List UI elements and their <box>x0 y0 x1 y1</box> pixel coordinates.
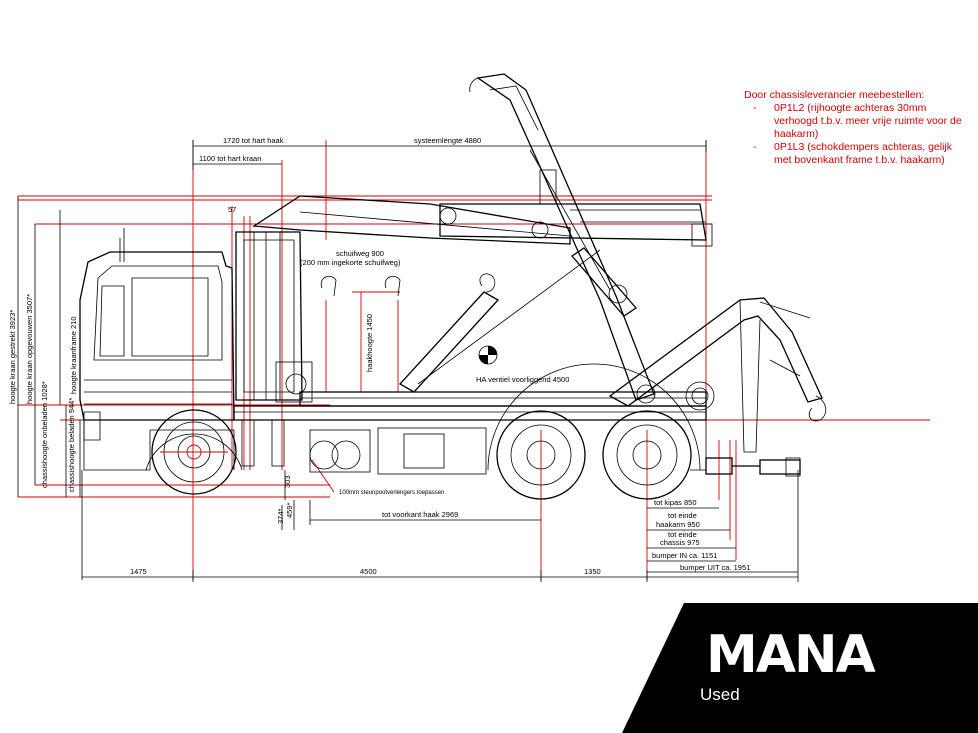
hook-arm-raised <box>476 73 655 401</box>
order-note: Door chassisleverancier meebestellen: -0… <box>744 89 969 167</box>
dim-crane-frame: hoogte kraanframe 210 <box>69 316 78 394</box>
dimension-texts: 1720 tot hart haak systeemlengte 4880 11… <box>8 136 750 576</box>
dim-system-length: systeemlengte 4880 <box>414 136 481 145</box>
dim-374: 374* <box>276 508 285 524</box>
dim-haakarm-l2: haakarm 950 <box>656 520 700 529</box>
brand-subtitle: Used <box>700 685 740 704</box>
front-wheel <box>151 409 237 495</box>
red-reference-lines <box>18 140 930 580</box>
order-note-item: -0P1L2 (rijhoogte achteras 30mm verhoogd… <box>753 102 962 140</box>
label-hook-height: haakhoogte 1450 <box>365 314 374 372</box>
cab <box>79 251 235 421</box>
dim-front: 1475 <box>130 567 147 576</box>
dim-chassis-l2: chassis 975 <box>660 538 700 547</box>
dim-bumper-in: bumper IN ca. 1151 <box>652 551 717 560</box>
dim-bumper-uit: bumper UIT ca. 1951 <box>680 563 750 572</box>
dim-57: 57 <box>228 205 236 214</box>
dim-chassis-l1: tot einde <box>668 530 697 539</box>
dim-wheelbase: 4500 <box>360 567 377 576</box>
hook-arm-lowered <box>608 297 823 407</box>
dim-crane-center: 1100 tot hart kraan <box>199 154 261 163</box>
rear-wheel-2 <box>602 410 692 500</box>
dim-303: 303 <box>283 475 292 488</box>
brand-background <box>622 603 978 733</box>
dim-crane-hook: 1720 tot hart haak <box>223 136 284 145</box>
dim-459: 459* <box>285 502 294 518</box>
label-slide-way: schuifweg 900 <box>336 249 384 258</box>
dim-support-leg: 100mm steunpootverlengers toepassen <box>339 490 444 496</box>
dim-haakarm-l1: tot einde <box>668 511 697 520</box>
brand-logo: MANA <box>706 625 876 685</box>
dim-front-hook: tot voorkant haak 2969 <box>382 510 458 519</box>
brand-badge: MANA Used <box>622 603 978 733</box>
dim-crane-extended: hoogte kraan gestrekt 3923* <box>8 310 17 404</box>
hooklift <box>299 73 827 453</box>
order-note-list: -0P1L2 (rijhoogte achteras 30mm verhoogd… <box>744 102 969 167</box>
dim-kipas: tot kipas 850 <box>654 498 697 507</box>
dim-chassis-unloaded: chassishoogte onbeladen 1028* <box>40 381 49 488</box>
truck <box>79 228 801 500</box>
rear-wheel-1 <box>496 410 586 500</box>
crane <box>235 195 713 467</box>
dim-chassis-loaded: chassishoogte beladen 944* <box>67 398 76 492</box>
label-valve: HA ventiel voorliggend 4500 <box>476 375 569 384</box>
dimension-lines <box>17 140 799 582</box>
dim-tandem: 1350 <box>584 567 601 576</box>
label-slide-way-note: (200 mm ingekorte schuifweg) <box>300 258 401 267</box>
dim-crane-folded: hoogte kraan opgevouwen 3507* <box>25 294 34 404</box>
order-note-item: -0P1L3 (schokdempers achteras, gelijk me… <box>753 141 953 166</box>
order-note-heading: Door chassisleverancier meebestellen: <box>744 89 925 101</box>
